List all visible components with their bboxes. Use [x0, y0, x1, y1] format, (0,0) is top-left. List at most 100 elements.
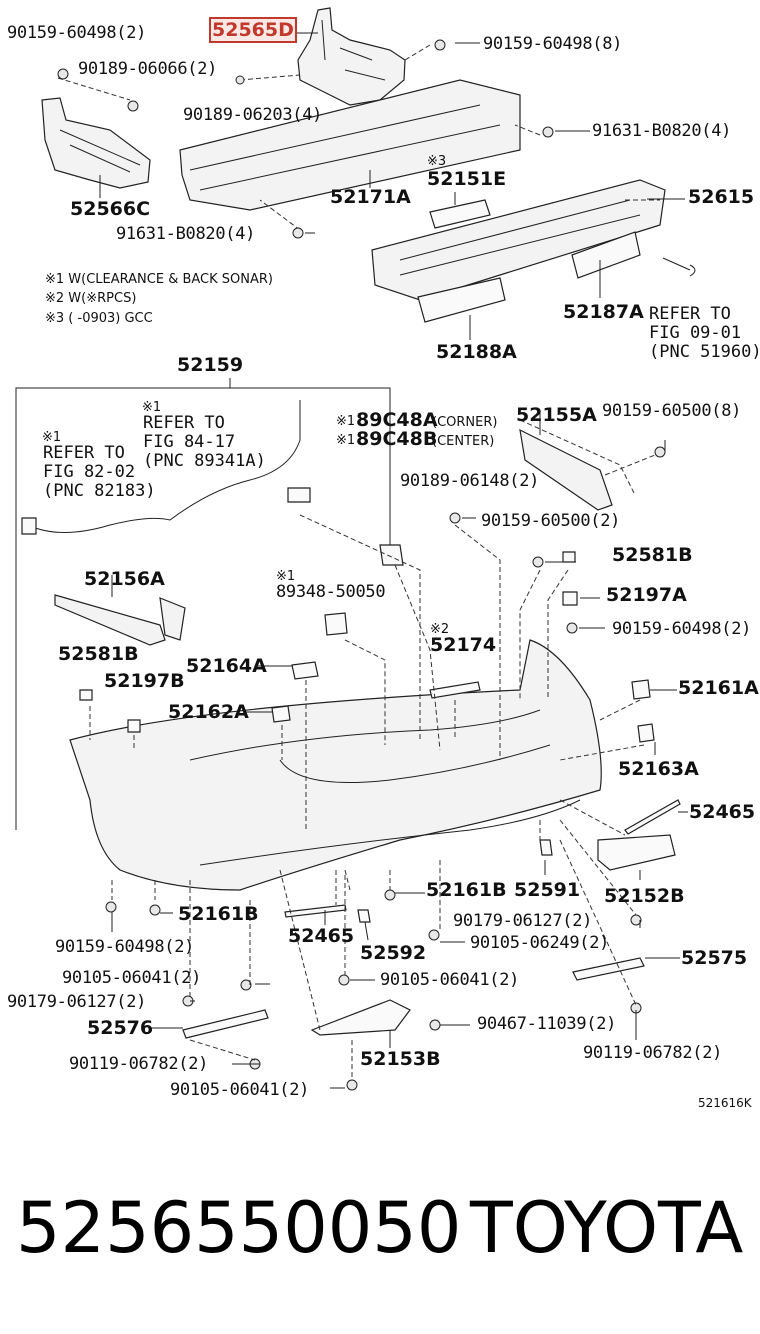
label-90159-60498-tl: 90159-60498(2): [7, 23, 147, 43]
label-52159: 52159: [177, 354, 244, 376]
label-90105-06041-c: 90105-06041(2): [170, 1080, 310, 1100]
part-52592-shape: [357, 909, 371, 923]
label-corner: (CORNER): [432, 415, 498, 430]
label-89C48B: 89C48B: [356, 428, 438, 450]
part-52575-shape: [572, 957, 645, 981]
label-52465-r: 52465: [689, 801, 756, 823]
label-52161A: 52161A: [678, 677, 759, 699]
bumper-cover-shape: [69, 639, 602, 891]
label-91631-B0820-r: 91631-B0820(4): [592, 121, 732, 141]
part-number-highlight: 52565D: [209, 17, 297, 43]
label-52188A: 52188A: [436, 341, 517, 363]
label-89348-50050: 89348-50050: [276, 582, 386, 602]
part-52171A-shape: [179, 79, 521, 211]
label-52156A: 52156A: [84, 568, 165, 590]
part-52152B-shape: [597, 834, 676, 871]
label-52565D-highlight: 52565D: [209, 17, 297, 43]
ref-fig-84-17: REFER TO FIG 84-17 (PNC 89341A): [143, 413, 266, 471]
part-52151E-shape: [429, 199, 491, 229]
figure-id: 521616K: [698, 1096, 752, 1110]
mark-1-a: ※1: [142, 400, 162, 415]
label-90105-06041-a: 90105-06041(2): [62, 968, 202, 988]
label-52174: 52174: [430, 634, 497, 656]
part-89348-shape: [324, 612, 348, 636]
label-90189-06066: 90189-06066(2): [78, 59, 218, 79]
note-2: ※2 W(※RPCS): [45, 291, 137, 306]
label-90119-06782-r: 90119-06782(2): [583, 1043, 723, 1063]
label-52153B: 52153B: [360, 1048, 441, 1070]
ref-fig-82-02: REFER TO FIG 82-02 (PNC 82183): [43, 443, 156, 501]
mark-1-b: ※1: [42, 430, 62, 445]
part-51960-shape: [662, 257, 696, 277]
label-52164A: 52164A: [186, 655, 267, 677]
part-52153B-shape: [310, 999, 411, 1036]
part-52156A-shape: [54, 594, 186, 646]
note-3: ※3 ( -0903) GCC: [45, 311, 153, 326]
mark-2: ※2: [430, 622, 450, 637]
label-52187A: 52187A: [563, 301, 644, 323]
label-90159-60498-8: 90159-60498(8): [483, 34, 623, 54]
label-52171A: 52171A: [330, 186, 411, 208]
part-52576-shape: [182, 1009, 269, 1039]
footer-part-number: 5256550050: [16, 1187, 462, 1269]
label-52575: 52575: [681, 947, 748, 969]
label-90189-06148: 90189-06148(2): [400, 471, 540, 491]
part-52188A-shape: [417, 277, 506, 323]
part-52155A-shape: [519, 428, 613, 511]
label-90467-11039: 90467-11039(2): [477, 1014, 617, 1034]
label-90105-06249: 90105-06249(2): [470, 933, 610, 953]
label-91631-B0820-l: 91631-B0820(4): [116, 224, 256, 244]
label-52581B-r: 52581B: [612, 544, 693, 566]
label-52591: 52591: [514, 879, 581, 901]
part-52162A-shape: [271, 705, 291, 723]
label-52465-l: 52465: [288, 925, 355, 947]
part-52465-r-shape: [624, 799, 681, 835]
part-89C48-shape: [379, 544, 404, 566]
label-90189-06203: 90189-06203(4): [183, 105, 323, 125]
label-52155A: 52155A: [516, 404, 597, 426]
wire-harness-bracket: [15, 387, 391, 830]
label-90179-06127-r: 90179-06127(2): [453, 911, 593, 931]
label-52566C: 52566C: [70, 198, 151, 220]
fasteners: [57, 39, 666, 1091]
label-90159-60498-2l: 90159-60498(2): [55, 937, 195, 957]
label-52162A: 52162A: [168, 701, 249, 723]
part-52163A-shape: [637, 723, 655, 743]
label-52151E: 52151E: [427, 168, 507, 190]
label-90119-06782-l: 90119-06782(2): [69, 1054, 209, 1074]
label-52197B: 52197B: [104, 670, 185, 692]
label-90159-60498-2r: 90159-60498(2): [612, 619, 752, 639]
label-90159-60500-2: 90159-60500(2): [481, 511, 621, 531]
part-52161A-shape: [631, 679, 651, 700]
part-52159-shape: [27, 400, 301, 533]
parts-diagram: 90159-60498(2) 52565D 90189-06066(2) 901…: [7, 7, 760, 1110]
part-52164A-shape: [291, 661, 319, 680]
part-52566C-shape: [41, 97, 151, 189]
part-52565D-shape: [297, 7, 406, 106]
mark-1-e: ※1: [276, 569, 296, 584]
label-90179-06127-l: 90179-06127(2): [7, 992, 147, 1012]
label-52197A: 52197A: [606, 584, 687, 606]
mark-1-c: ※1: [336, 414, 356, 429]
mark-3: ※3: [427, 154, 447, 169]
label-52581B-l: 52581B: [58, 643, 139, 665]
mark-1-d: ※1: [336, 433, 356, 448]
part-52174-shape: [429, 681, 481, 699]
note-1: ※1 W(CLEARANCE & BACK SONAR): [45, 272, 273, 287]
part-52591-shape: [539, 839, 553, 856]
label-89C48A: 89C48A: [356, 409, 438, 431]
ref-fig-09-01: REFER TO FIG 09-01 (PNC 51960): [649, 304, 760, 362]
label-90159-60500-8: 90159-60500(8): [602, 401, 742, 421]
label-52161B-l: 52161B: [178, 903, 259, 925]
label-52161B-m: 52161B: [426, 879, 507, 901]
part-52465-l-shape: [284, 904, 347, 918]
diagram-drawing: [15, 7, 696, 1091]
label-52163A: 52163A: [618, 758, 699, 780]
footer-brand: TOYOTA: [470, 1187, 744, 1269]
part-52187A-shape: [571, 231, 641, 279]
label-90105-06041-b: 90105-06041(2): [380, 970, 520, 990]
label-52576: 52576: [87, 1017, 154, 1039]
label-52615: 52615: [688, 186, 755, 208]
label-52152B: 52152B: [604, 885, 685, 907]
label-52592: 52592: [360, 942, 427, 964]
